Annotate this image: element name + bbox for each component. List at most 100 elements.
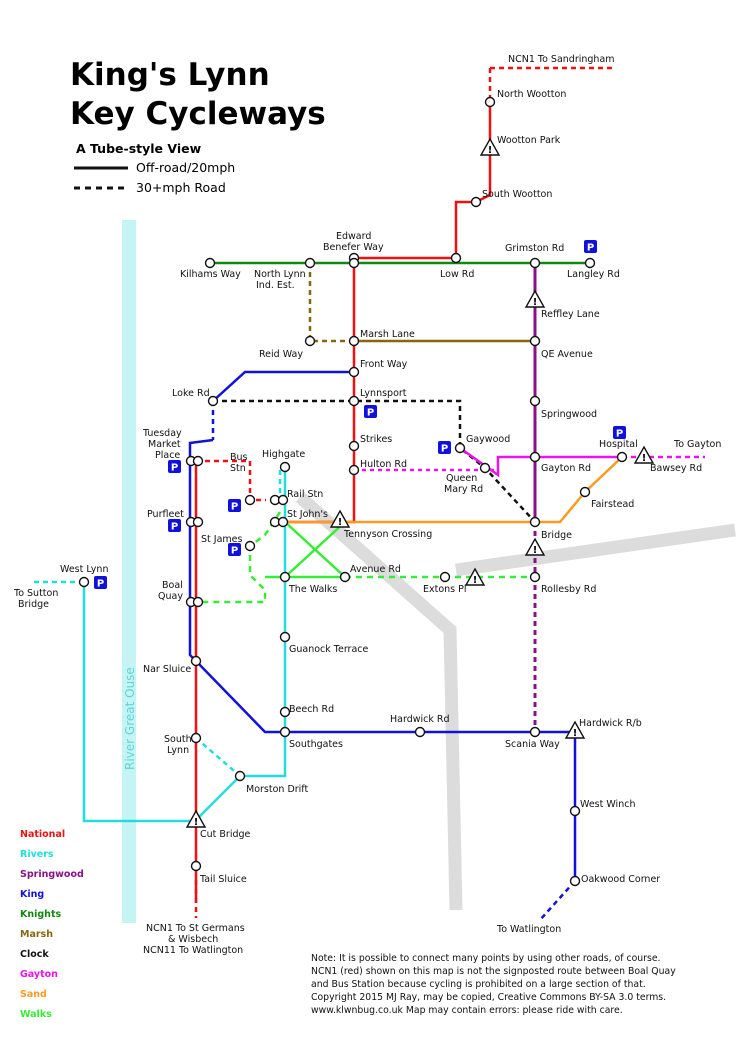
legend-item: King xyxy=(20,889,44,900)
station-nar-sluice[interactable] xyxy=(190,655,202,667)
label-bus-stn-2: Stn xyxy=(230,463,246,474)
label-north-lynn-1: North Lynn xyxy=(254,269,306,280)
station-gaywood[interactable] xyxy=(454,442,466,454)
label-north-wootton: North Wootton xyxy=(497,89,566,100)
station-west-lynn[interactable] xyxy=(78,576,90,588)
label-boal-1: Boal xyxy=(162,580,183,591)
label-ncn1-south-1: NCN1 To St Germans xyxy=(146,923,245,934)
station-front-way[interactable] xyxy=(348,366,360,378)
label-edward-benefer-2: Benefer Way xyxy=(323,242,384,253)
station-hulton-rd[interactable] xyxy=(348,464,360,476)
station-grimston-rd[interactable] xyxy=(529,257,541,269)
label-reffley-lane: Reffley Lane xyxy=(541,309,600,320)
station-strikes[interactable] xyxy=(348,440,360,452)
label-ncn1-south-3: NCN11 To Watlington xyxy=(143,945,243,956)
parking-icon: P xyxy=(613,426,626,440)
warning-icon: ! xyxy=(329,509,351,528)
label-scania-way: Scania Way xyxy=(505,739,560,750)
station-fairstead[interactable] xyxy=(579,486,591,498)
river-label: River Great Ouse xyxy=(123,667,137,770)
key-offroad-label: Off-road/20mph xyxy=(136,160,235,175)
label-ncn1-sandringham: NCN1 To Sandringham xyxy=(508,54,615,65)
station-avenue-rd[interactable] xyxy=(339,571,351,583)
station-tuesday-market-place-2[interactable] xyxy=(192,455,204,467)
station-guanock-terrace[interactable] xyxy=(279,631,291,643)
label-marsh-lane: Marsh Lane xyxy=(360,329,415,340)
station-morston-drift[interactable] xyxy=(234,770,246,782)
station-south-wootton[interactable] xyxy=(470,196,482,208)
station-west-winch[interactable] xyxy=(569,805,581,817)
label-edward-benefer-1: Edward xyxy=(336,231,371,242)
route-legend: National Rivers Springwood King Knights … xyxy=(20,829,84,1020)
svg-text:P: P xyxy=(231,546,238,557)
label-kilhams-way: Kilhams Way xyxy=(180,269,241,280)
station-bridge[interactable] xyxy=(529,516,541,528)
station-south-lynn[interactable] xyxy=(190,732,202,744)
station-scania-way[interactable] xyxy=(529,726,541,738)
svg-text:P: P xyxy=(97,579,104,590)
svg-text:P: P xyxy=(587,243,594,254)
station-reid-way[interactable] xyxy=(304,335,316,347)
station-edward-benefer-2[interactable] xyxy=(348,257,360,269)
label-oakwood-corner: Oakwood Corner xyxy=(581,874,660,885)
label-morston-drift: Morston Drift xyxy=(246,784,308,795)
note-line: www.klwnbug.co.uk Map may contain errors… xyxy=(311,1005,623,1016)
label-to-sutton-1: To Sutton xyxy=(13,588,58,599)
station-bus-stn[interactable] xyxy=(244,494,256,506)
station-rollesby-rd[interactable] xyxy=(529,571,541,583)
station-north-lynn[interactable] xyxy=(304,257,316,269)
svg-text:!: ! xyxy=(194,817,199,828)
label-tuesday-2: Market xyxy=(148,439,181,450)
station-north-wootton[interactable] xyxy=(484,96,496,108)
station-hospital[interactable] xyxy=(616,451,628,463)
label-tuesday-3: Place xyxy=(155,450,180,461)
station-qe-avenue[interactable] xyxy=(529,335,541,347)
label-tuesday-1: Tuesday xyxy=(142,428,182,439)
station-the-walks[interactable] xyxy=(279,571,291,583)
station-low-rd[interactable] xyxy=(450,252,462,264)
station-springwood[interactable] xyxy=(529,395,541,407)
station-langley-rd[interactable] xyxy=(584,257,596,269)
label-rollesby-rd: Rollesby Rd xyxy=(541,584,596,595)
station-loke-rd[interactable] xyxy=(207,395,219,407)
label-beech-rd: Beech Rd xyxy=(289,704,334,715)
route-sand xyxy=(280,456,623,524)
parking-icon: P xyxy=(168,519,181,533)
station-oakwood-corner[interactable] xyxy=(569,875,581,887)
station-gayton-rd[interactable] xyxy=(529,451,541,463)
label-west-winch: West Winch xyxy=(580,799,635,810)
station-hardwick-rd[interactable] xyxy=(414,726,426,738)
station-st-james[interactable] xyxy=(244,540,256,552)
station-beech-rd[interactable] xyxy=(279,706,291,718)
label-st-johns: St John's xyxy=(287,509,328,520)
station-highgate[interactable] xyxy=(279,461,291,473)
station-purfleet-2[interactable] xyxy=(192,516,204,528)
label-tail-sluice: Tail Sluice xyxy=(199,874,247,885)
label-tennyson: Tennyson Crossing xyxy=(343,529,432,540)
parking: P P P P P P P P P xyxy=(94,240,626,590)
station-boal-quay-2[interactable] xyxy=(192,596,204,608)
station-extons-pl[interactable] xyxy=(439,571,451,583)
station-st-johns-2[interactable] xyxy=(277,516,289,528)
legend-item: Springwood xyxy=(20,869,84,880)
station-marsh-lane[interactable] xyxy=(348,335,360,347)
station-southgates[interactable] xyxy=(279,726,291,738)
station-rail-stn-2[interactable] xyxy=(277,494,289,506)
station-tail-sluice[interactable] xyxy=(190,860,202,872)
route-rivers xyxy=(30,470,287,823)
station-kilhams-way[interactable] xyxy=(204,257,216,269)
station-queen-mary-rd[interactable] xyxy=(479,462,491,474)
svg-text:!: ! xyxy=(488,145,493,156)
label-south-wootton: South Wootton xyxy=(482,189,552,200)
label-to-sutton-2: Bridge xyxy=(18,599,49,610)
warning-icon: ! xyxy=(633,445,655,464)
warning-icon: ! xyxy=(464,567,486,586)
label-west-lynn: West Lynn xyxy=(60,564,108,575)
warning-icon: ! xyxy=(524,289,546,308)
key-road-label: 30+mph Road xyxy=(136,180,226,195)
label-qe-avenue: QE Avenue xyxy=(541,349,593,360)
route-gayton xyxy=(354,446,705,478)
route-national xyxy=(194,66,612,918)
station-lynnsport[interactable] xyxy=(348,395,360,407)
label-queen-mary-1: Queen xyxy=(446,473,477,484)
